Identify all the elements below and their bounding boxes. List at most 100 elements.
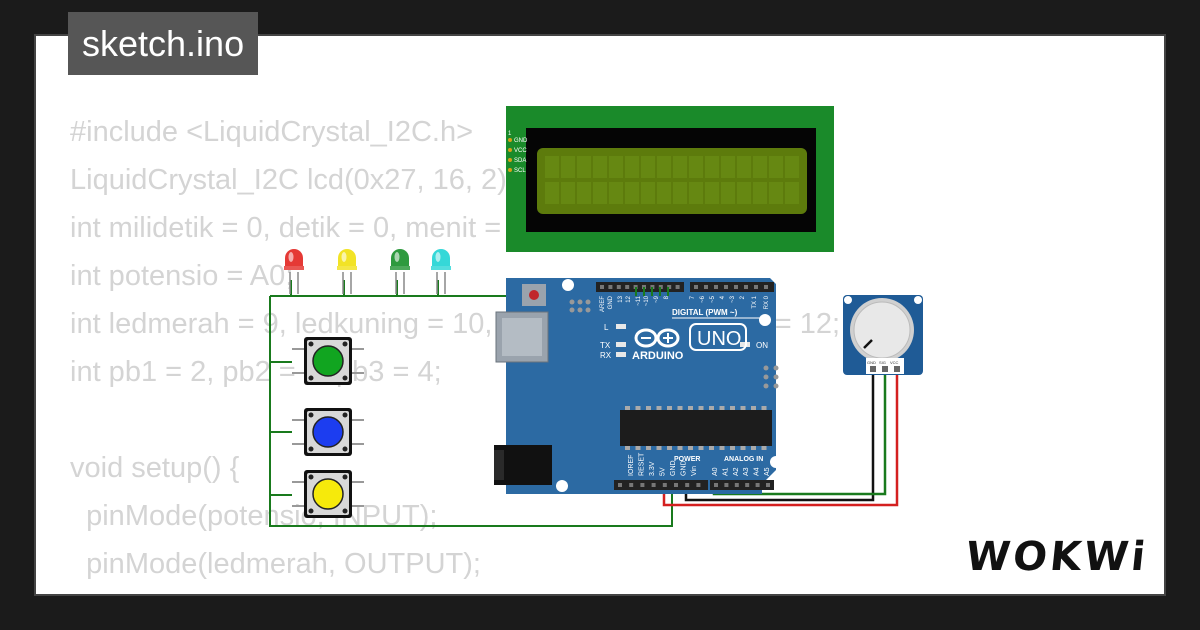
button-cap[interactable] — [312, 478, 344, 510]
lcd-cell — [753, 156, 767, 178]
push-button[interactable] — [292, 337, 364, 385]
top-pin-label: 2 — [740, 295, 746, 299]
code-line: int potensio = A0; — [70, 260, 294, 292]
top-pin-label: AREF — [600, 296, 606, 312]
lcd-char-grid — [545, 156, 799, 204]
lcd-cell — [657, 156, 671, 178]
button-cap[interactable] — [312, 345, 344, 377]
lcd-cell — [609, 156, 623, 178]
led-body — [338, 249, 356, 266]
analog-pin-label: A1 — [722, 467, 729, 476]
top-pin-label: ~3 — [730, 295, 736, 303]
top-pin-label: ~10 — [644, 295, 650, 306]
led-label-rx: RX — [600, 351, 612, 360]
wokwi-logo: WOKWi — [963, 534, 1151, 580]
lcd-cell — [689, 156, 703, 178]
lcd-cell — [737, 182, 751, 204]
lcd-cell — [593, 182, 607, 204]
digital-header-right — [690, 282, 774, 292]
lcd-cell — [721, 156, 735, 178]
lcd-cell — [673, 156, 687, 178]
pot-pin-vcc: VCC — [890, 360, 899, 365]
wires — [269, 280, 899, 527]
led-body — [391, 249, 409, 266]
lcd-cell — [737, 156, 751, 178]
led-group[interactable] — [284, 249, 451, 294]
pot-indicator — [863, 339, 873, 349]
arduino-logo-icon — [634, 328, 680, 348]
top-pin-label: 13 — [618, 295, 624, 302]
code-line: pinMode(ledmerah, OUTPUT); — [70, 548, 481, 580]
digital-header-left — [596, 282, 684, 292]
power-pin-label: IOREF — [628, 455, 635, 476]
top-pin-label: 7 — [690, 295, 696, 299]
lcd-pin-vcc: VCC — [514, 148, 527, 154]
push-button[interactable] — [292, 408, 364, 456]
lcd-pin1-label: 1 — [508, 131, 512, 137]
potentiometer[interactable]: GND SIG VCC — [843, 295, 923, 375]
top-pin-label: ~6 — [700, 295, 706, 303]
top-pin-label: RX 0 — [764, 295, 770, 309]
led-label-l: L — [604, 323, 609, 332]
led-label-tx: TX — [600, 341, 611, 350]
analog-pin-label: A0 — [712, 467, 719, 476]
model-label: UNO — [697, 328, 741, 350]
atmega-chip — [620, 410, 772, 446]
lcd-cell — [577, 156, 591, 178]
led[interactable] — [284, 249, 304, 294]
button-group[interactable] — [292, 337, 364, 518]
led[interactable] — [390, 249, 410, 294]
analog-label: ANALOG IN — [724, 456, 763, 463]
top-pin-label: TX 1 — [752, 295, 758, 308]
lcd-cell — [785, 182, 799, 204]
led[interactable] — [337, 249, 357, 294]
top-pin-label: ~5 — [710, 295, 716, 303]
pot-pin-sig: SIG — [879, 360, 886, 365]
lcd-cell — [657, 182, 671, 204]
led-body — [432, 249, 450, 266]
led[interactable] — [431, 249, 451, 294]
analog-pin-label: A4 — [754, 467, 761, 476]
lcd-cell — [641, 182, 655, 204]
top-pin-label: ~11 — [636, 295, 642, 305]
pot-pin-gnd: GND — [867, 360, 876, 365]
button-cap[interactable] — [312, 416, 344, 448]
lcd-cell — [769, 182, 783, 204]
lcd-cell — [753, 182, 767, 204]
brand-label: ARDUINO — [632, 350, 684, 362]
file-tab[interactable]: sketch.ino — [68, 12, 259, 75]
push-button[interactable] — [292, 470, 364, 518]
lcd-cell — [769, 156, 783, 178]
digital-label: DIGITAL (PWM ~) — [672, 308, 738, 317]
lcd-cell — [609, 182, 623, 204]
power-label: POWER — [674, 456, 700, 463]
lcd-display[interactable]: 1 GND VCC SDA SCL — [506, 106, 834, 252]
power-pin-label: 3.3V — [649, 461, 656, 476]
lcd-cell — [561, 182, 575, 204]
lcd-cell — [689, 182, 703, 204]
pot-knob[interactable] — [853, 301, 911, 359]
analog-pin-label: A2 — [733, 467, 740, 476]
lcd-pin-gnd: GND — [514, 138, 528, 144]
lcd-cell — [705, 182, 719, 204]
power-pin-label: 5V — [660, 467, 667, 476]
lcd-cell — [641, 156, 655, 178]
led-body — [285, 249, 303, 266]
code-line: #include <LiquidCrystal_I2C.h> — [70, 116, 474, 148]
lcd-cell — [561, 156, 575, 178]
code-background: #include <LiquidCrystal_I2C.h> LiquidCry… — [70, 108, 840, 594]
lcd-cell — [545, 156, 559, 178]
analog-pin-label: A5 — [764, 467, 771, 476]
on-label: ON — [756, 341, 768, 350]
top-pin-label: 8 — [664, 295, 670, 299]
top-pin-label: 12 — [626, 295, 632, 302]
lcd-cell — [705, 156, 719, 178]
top-pin-label: 4 — [720, 295, 726, 299]
power-header — [614, 480, 708, 490]
lcd-cell — [545, 182, 559, 204]
power-pin-label: RESET — [639, 452, 646, 476]
lcd-cell — [625, 182, 639, 204]
power-pin-label: Vin — [691, 466, 698, 476]
